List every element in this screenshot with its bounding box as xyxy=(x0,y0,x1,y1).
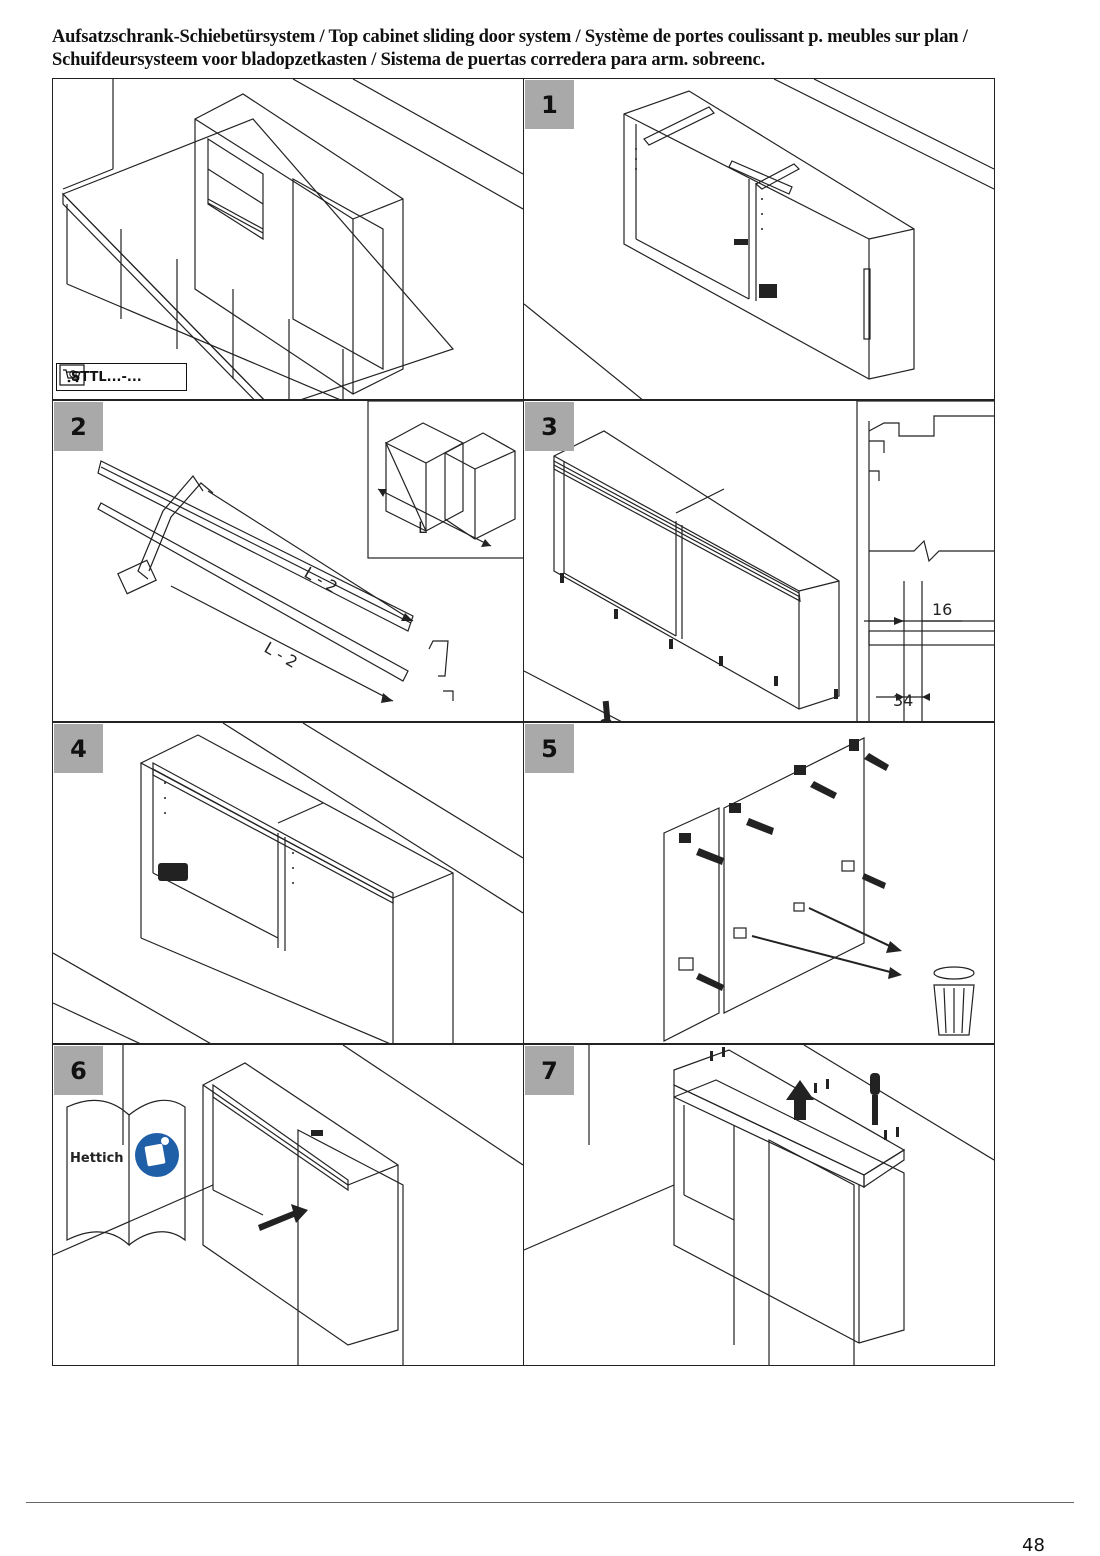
article-code: STTL...-... xyxy=(71,369,142,385)
step-4-illustration xyxy=(53,723,523,1043)
step-6-illustration: Hettich xyxy=(53,1045,523,1365)
instruction-grid: STTL...-... 1 xyxy=(52,78,996,1368)
article-code-box: STTL...-... xyxy=(56,363,187,391)
dimension-depth: 34 xyxy=(893,691,913,710)
step-number-badge: 2 xyxy=(54,402,103,451)
dimension-rail-top: L - 2 xyxy=(301,563,341,597)
dimension-cabinet-length: L xyxy=(418,518,427,537)
step-number-badge: 3 xyxy=(525,402,574,451)
step-7-illustration xyxy=(524,1045,994,1365)
shopping-cart-icon xyxy=(59,364,85,386)
panel-step-4: 4 xyxy=(52,722,524,1044)
title-line-2: Schuifdeursysteem voor bladopzetkasten /… xyxy=(52,50,765,70)
footer-divider xyxy=(26,1502,1074,1503)
step-3-illustration: 16 34 xyxy=(524,401,994,721)
step-2-illustration: L - 2 L - 2 L xyxy=(97,401,523,703)
panel-step-2: 2 xyxy=(52,400,524,722)
overview-illustration xyxy=(61,79,523,399)
panel-step-1: 1 xyxy=(523,78,995,400)
panel-step-5: 5 xyxy=(523,722,995,1044)
page-number: 48 xyxy=(1022,1535,1045,1556)
step-number-badge: 7 xyxy=(525,1046,574,1095)
step-5-illustration xyxy=(663,737,975,1042)
hettich-logo: Hettich xyxy=(70,1151,124,1166)
step-number-badge: 6 xyxy=(54,1046,103,1095)
panel-step-7: 7 xyxy=(523,1044,995,1366)
step-number-badge: 5 xyxy=(525,724,574,773)
dimension-rail-bottom: L - 2 xyxy=(261,638,301,672)
dimension-offset: 16 xyxy=(932,600,952,619)
panel-step-3: 3 xyxy=(523,400,995,722)
title-line-1: Aufsatzschrank-Schiebetürsystem / Top ca… xyxy=(52,27,968,47)
step-number-badge: 1 xyxy=(525,80,574,129)
panel-step-6: 6 xyxy=(52,1044,524,1366)
panel-overview: STTL...-... xyxy=(52,78,524,400)
step-1-illustration xyxy=(524,79,994,399)
step-number-badge: 4 xyxy=(54,724,103,773)
page-title: Aufsatzschrank-Schiebetürsystem / Top ca… xyxy=(52,26,1092,72)
